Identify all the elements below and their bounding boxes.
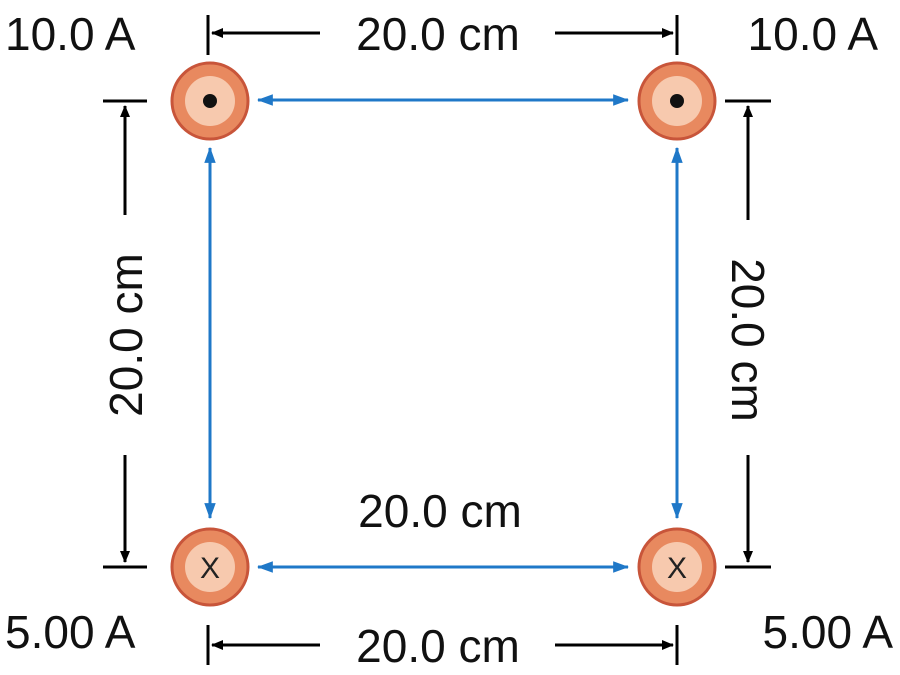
current-label-top-right: 10.0 A <box>748 8 879 60</box>
cross-into-page-icon: X <box>667 552 687 585</box>
dot-out-of-page-icon <box>203 94 217 108</box>
current-label-bottom-left: 5.00 A <box>5 606 136 658</box>
cross-into-page-icon: X <box>200 552 220 585</box>
wire-inner-core <box>185 542 235 592</box>
wire-inner-core <box>652 542 702 592</box>
wire-top-right <box>637 61 717 141</box>
center-dimension-label: 20.0 cm <box>358 485 522 537</box>
left-dimension-label: 20.0 cm <box>100 253 152 417</box>
current-label-bottom-right: 5.00 A <box>763 606 894 658</box>
right-dimension-label: 20.0 cm <box>722 258 774 422</box>
wire-top-left <box>170 61 250 141</box>
wire-bottom-right: X <box>637 527 717 607</box>
top-dimension-label: 20.0 cm <box>356 8 520 60</box>
bottom-dimension-label: 20.0 cm <box>356 620 520 672</box>
dot-out-of-page-icon <box>670 94 684 108</box>
wire-bottom-left: X <box>170 527 250 607</box>
current-label-top-left: 10.0 A <box>5 8 136 60</box>
